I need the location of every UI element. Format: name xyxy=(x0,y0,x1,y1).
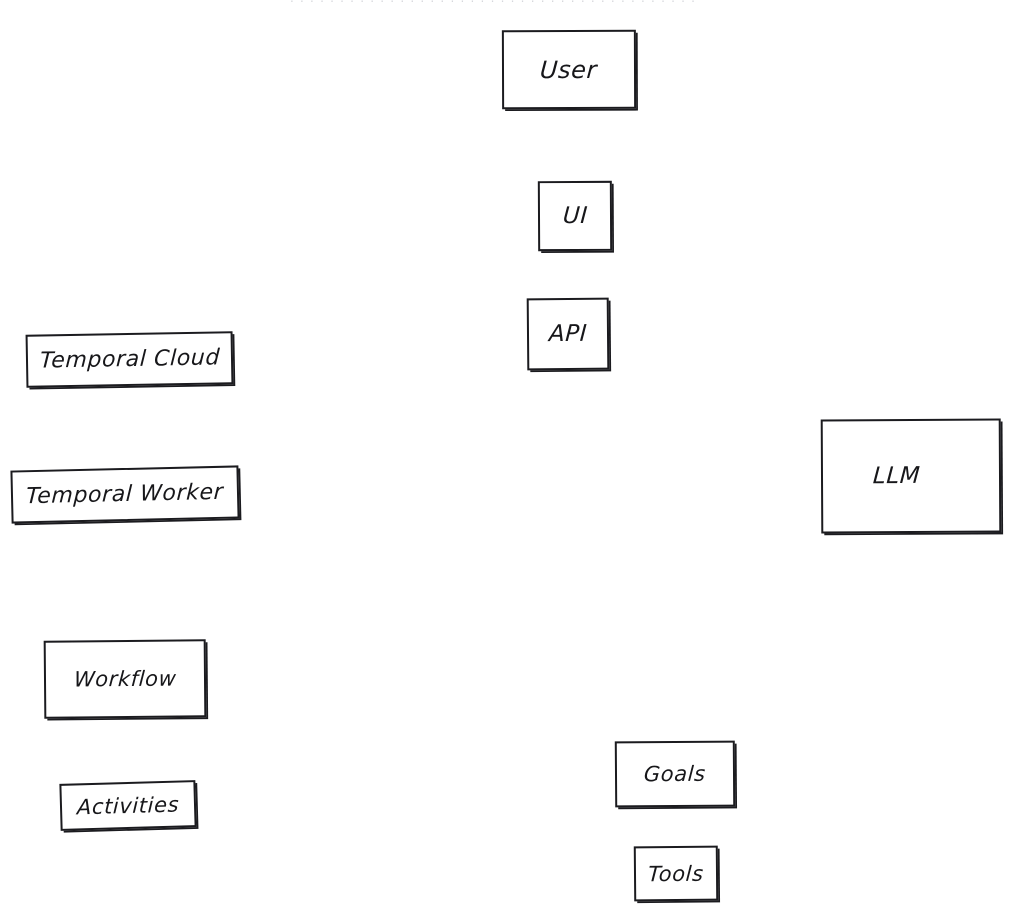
node-temporal-worker[interactable]: Temporal Worker xyxy=(10,465,240,524)
node-workflow-label: Workflow xyxy=(73,666,177,692)
node-temporal-worker-label: Temporal Worker xyxy=(25,479,225,510)
clipped-top-text: . . . . . . . . . . . . . . . . . . . . … xyxy=(0,0,1015,6)
node-workflow[interactable]: Workflow xyxy=(43,639,207,719)
node-activities[interactable]: Activities xyxy=(59,780,197,831)
node-tools[interactable]: Tools xyxy=(633,845,719,902)
node-ui[interactable]: UI xyxy=(537,180,613,252)
node-activities-label: Activities xyxy=(76,792,180,819)
node-user-label: User xyxy=(539,55,599,84)
node-temporal-cloud-label: Temporal Cloud xyxy=(38,345,221,374)
node-user[interactable]: User xyxy=(501,29,637,110)
node-ui-label: UI xyxy=(561,202,589,230)
node-goals-label: Goals xyxy=(643,761,707,787)
node-llm[interactable]: LLM xyxy=(820,418,1002,534)
node-api[interactable]: API xyxy=(526,297,610,371)
clipped-top-text-content: . . . . . . . . . . . . . . . . . . . . … xyxy=(290,0,696,5)
node-llm-label: LLM xyxy=(872,462,922,490)
node-temporal-cloud[interactable]: Temporal Cloud xyxy=(25,331,234,388)
node-api-label: API xyxy=(548,320,588,348)
node-goals[interactable]: Goals xyxy=(614,740,736,808)
node-tools-label: Tools xyxy=(647,861,705,886)
